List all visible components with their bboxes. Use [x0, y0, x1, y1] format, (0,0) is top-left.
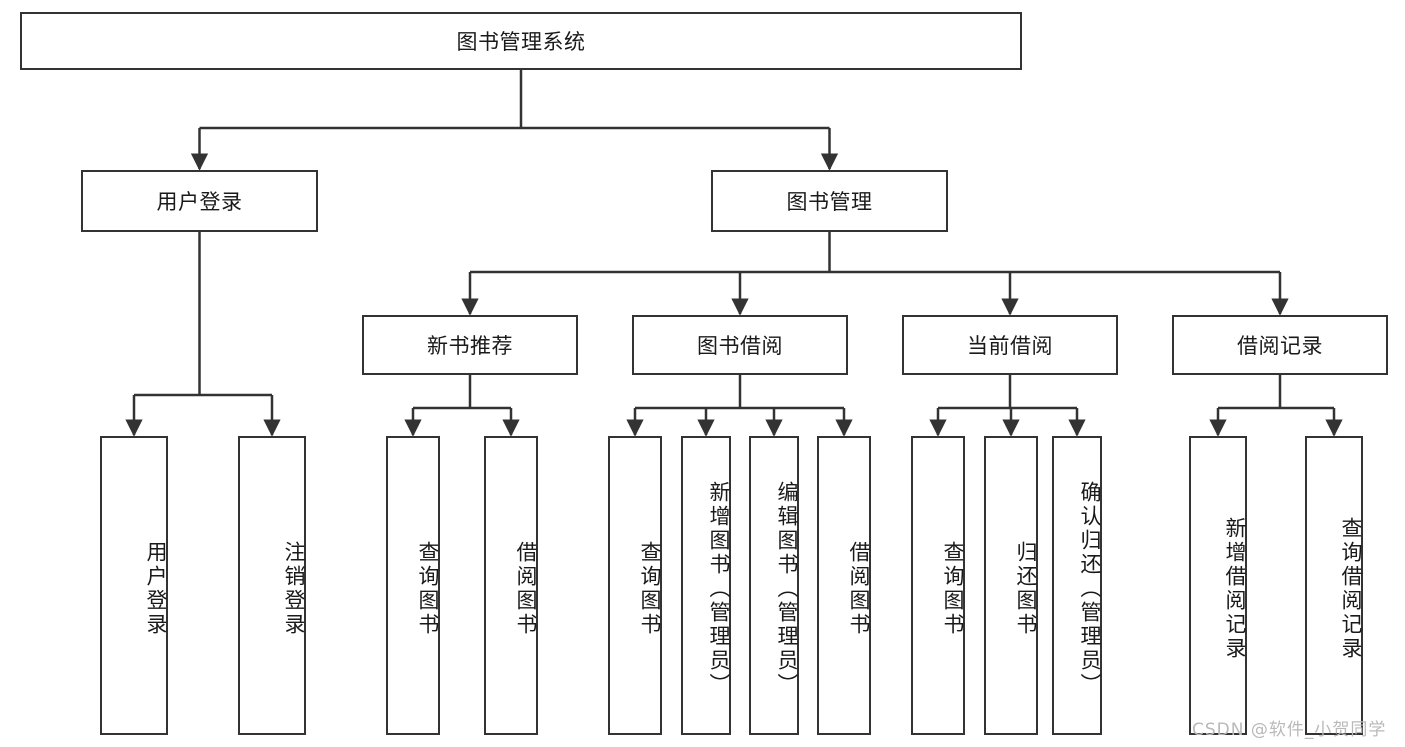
leaf-node-3[interactable]: 借阅图书 — [484, 436, 538, 735]
level3-node-3[interactable]: 借阅记录 — [1172, 315, 1388, 375]
node-label: 查询图书 — [638, 540, 662, 637]
level3-node-2[interactable]: 当前借阅 — [902, 315, 1118, 375]
node-label: 编辑图书（管理员） — [775, 480, 799, 697]
leaf-node-0[interactable]: 用户登录 — [100, 436, 168, 735]
leaf-node-12[interactable]: 查询借阅记录 — [1305, 436, 1363, 735]
level2-node-0[interactable]: 用户登录 — [81, 170, 318, 232]
node-label: 用户登录 — [144, 540, 168, 637]
leaf-node-9[interactable]: 归还图书 — [984, 436, 1038, 735]
node-label: 借阅记录 — [1237, 334, 1323, 358]
node-label: 查询图书 — [416, 540, 440, 637]
node-label: 图书管理 — [786, 190, 873, 214]
node-label: 新增图书（管理员） — [707, 480, 731, 697]
node-label: 确认归还（管理员） — [1078, 480, 1102, 697]
level3-node-1[interactable]: 图书借阅 — [632, 315, 848, 375]
node-label: 新增借阅记录 — [1223, 516, 1247, 661]
node-label: 归还图书 — [1014, 540, 1038, 637]
node-label: 查询图书 — [941, 540, 965, 637]
leaf-node-10[interactable]: 确认归还（管理员） — [1052, 436, 1102, 735]
leaf-node-8[interactable]: 查询图书 — [911, 436, 965, 735]
leaf-node-5[interactable]: 新增图书（管理员） — [681, 436, 731, 735]
node-label: 借阅图书 — [514, 540, 538, 637]
level2-node-1[interactable]: 图书管理 — [711, 170, 948, 232]
node-label: 图书管理系统 — [456, 30, 586, 54]
node-label: 注销登录 — [282, 540, 306, 637]
leaf-node-6[interactable]: 编辑图书（管理员） — [749, 436, 799, 735]
node-label: 查询借阅记录 — [1339, 516, 1363, 661]
leaf-node-4[interactable]: 查询图书 — [608, 436, 662, 735]
csdn-watermark: CSDN @软件_小贺同学 — [1192, 720, 1387, 740]
node-label: 用户登录 — [156, 190, 243, 214]
level3-node-0[interactable]: 新书推荐 — [362, 315, 578, 375]
leaf-node-1[interactable]: 注销登录 — [238, 436, 306, 735]
node-label: 当前借阅 — [967, 334, 1053, 358]
node-label: 新书推荐 — [427, 334, 513, 358]
leaf-node-7[interactable]: 借阅图书 — [817, 436, 871, 735]
root-node-0[interactable]: 图书管理系统 — [20, 12, 1022, 70]
leaf-node-2[interactable]: 查询图书 — [386, 436, 440, 735]
node-label: 借阅图书 — [847, 540, 871, 637]
node-label: 图书借阅 — [697, 334, 783, 358]
leaf-node-11[interactable]: 新增借阅记录 — [1189, 436, 1247, 735]
